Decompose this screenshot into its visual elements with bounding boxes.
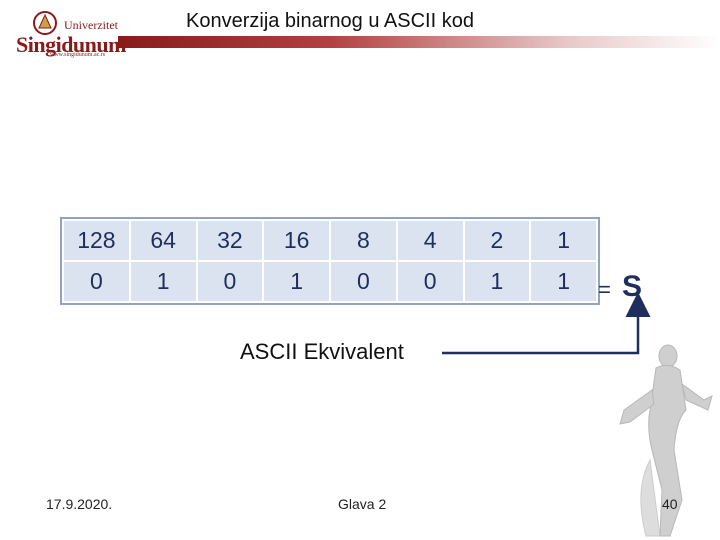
weight-cell: 64 bbox=[128, 219, 198, 262]
ascii-equivalent-label: ASCII Ekvivalent bbox=[240, 339, 404, 364]
logo-url-text: www.singidunum.ac.rs bbox=[50, 52, 106, 58]
equals-sign: = bbox=[598, 277, 611, 302]
footer-chapter: Glava 2 bbox=[338, 496, 387, 512]
university-logo: Univerzitet Singidunum www.singidunum.ac… bbox=[6, 8, 126, 58]
bit-cell: 1 bbox=[529, 260, 598, 303]
weight-cell: 1 bbox=[529, 219, 598, 262]
slide-title: Konverzija binarnog u ASCII kod bbox=[186, 10, 474, 32]
weights-row: 128 64 32 16 8 4 2 1 bbox=[62, 219, 598, 262]
bit-cell: 1 bbox=[128, 260, 198, 303]
logo-name-text: Singidunum bbox=[16, 32, 126, 57]
bit-cell: 1 bbox=[462, 260, 532, 303]
statue-watermark-icon bbox=[619, 344, 713, 537]
weight-cell: 4 bbox=[395, 219, 465, 262]
binary-table: 128 64 32 16 8 4 2 1 0 1 0 1 0 0 1 1 bbox=[60, 217, 600, 305]
bits-row: 0 1 0 1 0 0 1 1 bbox=[62, 260, 598, 303]
weight-cell: 32 bbox=[195, 219, 265, 262]
footer-page-number: 40 bbox=[662, 496, 678, 512]
weight-cell: 2 bbox=[462, 219, 532, 262]
ascii-result-character: S bbox=[622, 270, 643, 303]
header-bar bbox=[118, 36, 720, 48]
bit-cell: 1 bbox=[262, 260, 331, 303]
bit-cell: 0 bbox=[195, 260, 265, 303]
bit-cell: 0 bbox=[395, 260, 465, 303]
emblem-icon bbox=[33, 11, 57, 35]
weight-cell: 128 bbox=[62, 219, 131, 262]
weight-cell: 16 bbox=[262, 219, 331, 262]
bit-cell: 0 bbox=[62, 260, 131, 303]
footer-date: 17.9.2020. bbox=[46, 496, 113, 512]
logo-university-text: Univerzitet bbox=[64, 18, 118, 32]
bit-cell: 0 bbox=[329, 260, 398, 303]
weight-cell: 8 bbox=[329, 219, 398, 262]
